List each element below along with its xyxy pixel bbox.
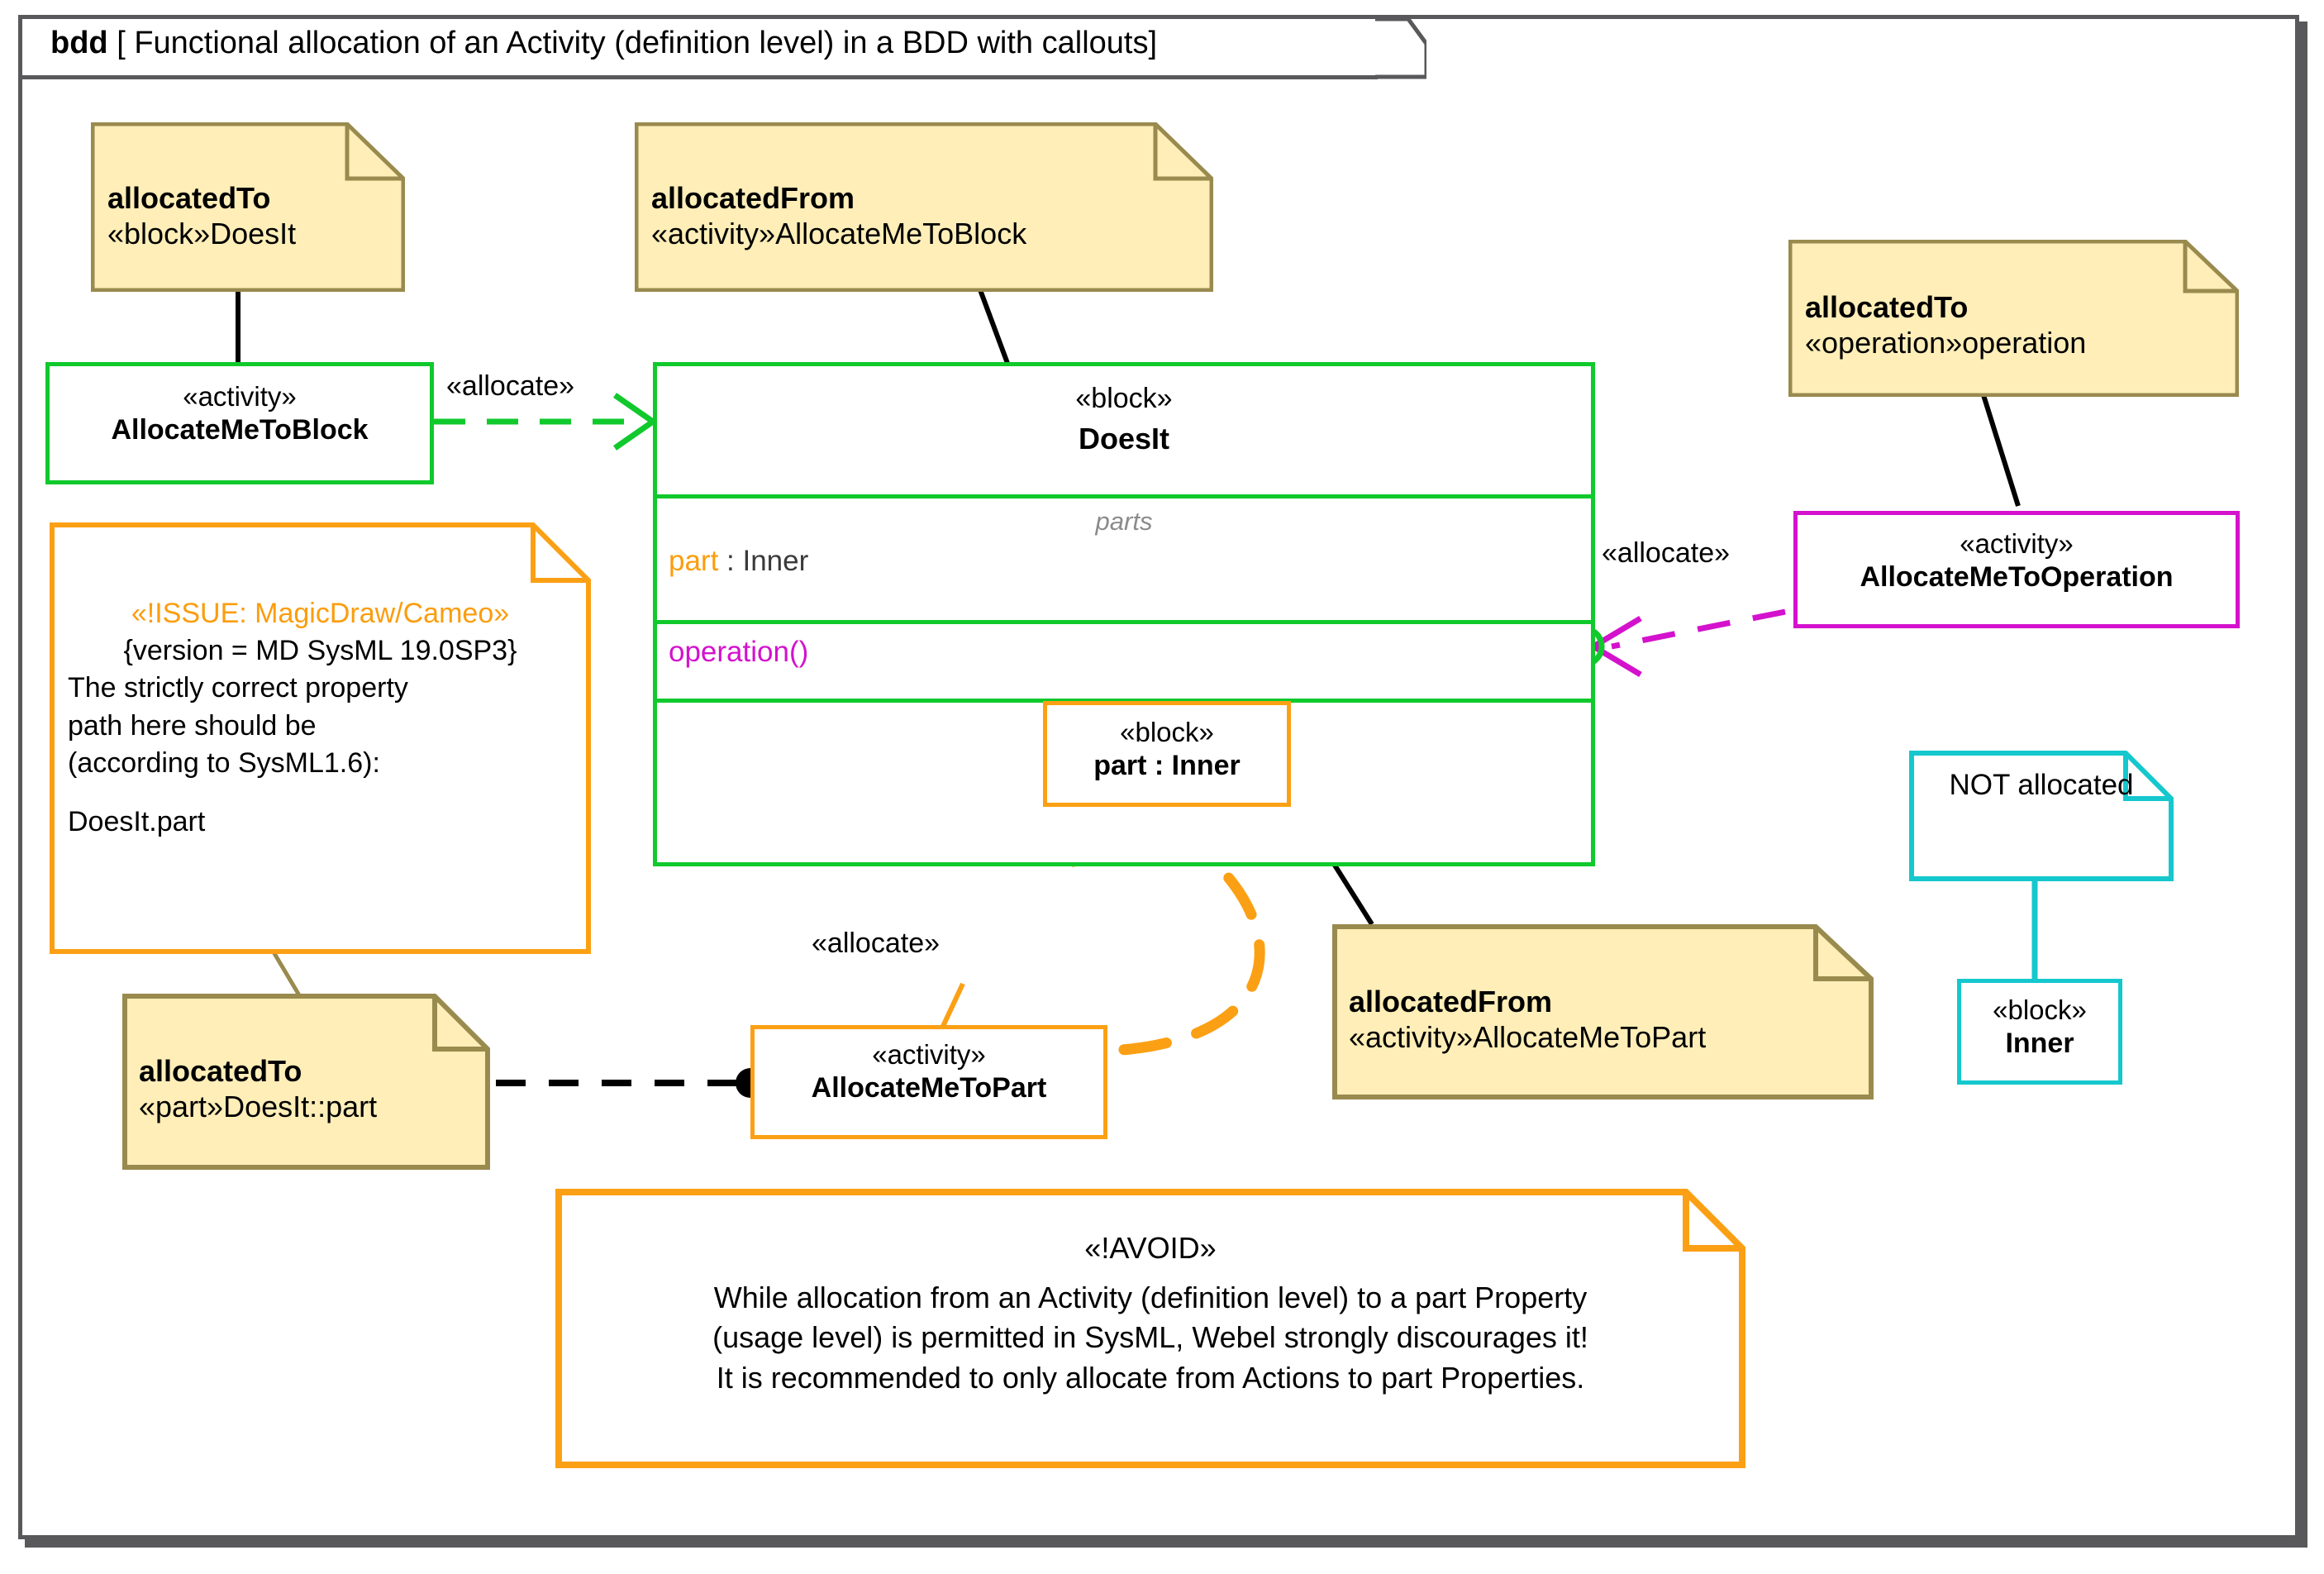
part-property-name: part [669,545,719,577]
note-content: «part»DoesIt::part [139,1090,378,1124]
note-content: NOT allocated [1949,769,2134,801]
title-tab-corner-icon [1375,19,1426,79]
issue-version: {version = MD SysML 19.0SP3} [123,635,517,667]
issue-line-4: DoesIt.part [68,806,206,838]
note-body: allocatedTo «block»DoesIt [91,122,405,260]
note-issue-magicdraw[interactable]: «!ISSUE: MagicDraw/Cameo» {version = MD … [50,522,591,954]
note-shape [1909,751,2174,881]
note-allocated-to-part[interactable]: allocatedTo «part»DoesIt::part [122,994,490,1170]
node-activity-allocate-me-to-part[interactable]: «activity» AllocateMeToPart [750,1025,1107,1139]
note-title: allocatedFrom [651,181,855,215]
edge-label-allocate-part: «allocate» [812,928,941,959]
note-shape [91,122,405,292]
note-title: allocatedTo [139,1054,302,1088]
part-property-row[interactable]: part : Inner [657,537,1591,578]
note-body: allocatedFrom «activity»AllocateMeToPart [1332,924,1874,1063]
note-allocated-from-activity[interactable]: allocatedFrom «activity»AllocateMeToBloc… [635,122,1213,292]
node-name: AllocateMeToBlock [111,413,369,446]
avoid-stereotype: «!AVOID» [1084,1231,1217,1265]
page-title: bdd [ Functional allocation of an Activi… [50,26,1157,61]
note-content: «operation»operation [1805,326,2087,360]
diagram-title-label: [ Functional allocation of an Activity (… [117,26,1158,60]
note-body: «!ISSUE: MagicDraw/Cameo» {version = MD … [50,522,591,841]
node-name: Inner [2005,1027,2074,1059]
note-body: allocatedTo «operation»operation [1788,240,2239,369]
block-parts-compartment: parts part : Inner [657,498,1591,624]
node-stereotype: «block» [1120,717,1214,747]
note-allocated-from-part-activity[interactable]: allocatedFrom «activity»AllocateMeToPart [1332,924,1874,1099]
diagram-kind-label: bdd [50,26,108,60]
node-stereotype: «block» [1993,994,2087,1025]
node-name: part : Inner [1093,749,1241,781]
note-shape [50,522,591,954]
node-name: AllocateMeToOperation [1860,560,2174,593]
node-part-inner-usage[interactable]: «block» part : Inner [1043,701,1291,807]
issue-line-1: The strictly correct property [68,672,408,704]
note-avoid[interactable]: «!AVOID» While allocation from an Activi… [555,1189,1745,1468]
allocate-edge-operation [1611,608,1786,650]
note-allocated-to-operation[interactable]: allocatedTo «operation»operation [1788,240,2239,397]
note-allocated-to-block[interactable]: allocatedTo «block»DoesIt [91,122,405,292]
note-shape [1788,240,2239,397]
note-body: allocatedFrom «activity»AllocateMeToBloc… [635,122,1213,260]
note-shape [555,1189,1745,1468]
node-stereotype: «activity» [183,381,297,412]
block-header-compartment: «block» DoesIt [657,366,1591,498]
node-stereotype: «activity» [872,1039,986,1070]
note-shape [635,122,1213,292]
edge-label-allocate-block: «allocate» [446,370,575,402]
diagram-title-tab: bdd [ Functional allocation of an Activi… [18,15,1426,79]
note-body: «!AVOID» While allocation from an Activi… [555,1189,1745,1398]
node-activity-allocate-me-to-operation[interactable]: «activity» AllocateMeToOperation [1793,511,2240,628]
node-name: DoesIt [1078,422,1170,456]
note-content: «activity»AllocateMeToBlock [651,217,1027,251]
note-not-allocated[interactable]: NOT allocated [1909,751,2174,881]
issue-spacer [68,782,573,804]
block-operations-compartment: operation() [657,624,1591,703]
avoid-line-3: It is recommended to only allocate from … [716,1360,1585,1395]
note-anchor-allocatedto-operation [1981,394,2021,507]
note-content: «block»DoesIt [107,217,297,251]
title-tab-body [22,19,1378,79]
issue-stereotype: «!ISSUE: MagicDraw/Cameo» [131,598,510,629]
part-property-type: : Inner [726,545,809,577]
issue-line-3: (according to SysML1.6): [68,746,380,779]
parts-compartment-label: parts [1095,507,1153,536]
note-shape [1332,924,1874,1099]
node-stereotype: «block» [1075,383,1173,414]
note-anchor-allocatedfrom-activity [977,286,1011,367]
note-shape [122,994,490,1170]
note-title: allocatedTo [1805,290,1969,324]
node-block-inner[interactable]: «block» Inner [1957,979,2122,1085]
avoid-line-1: While allocation from an Activity (defin… [713,1281,1588,1315]
note-title: allocatedTo [107,181,271,215]
avoid-line-2: (usage level) is permitted in SysML, Web… [712,1320,1588,1355]
node-name: AllocateMeToPart [811,1071,1047,1104]
node-activity-allocate-me-to-block[interactable]: «activity» AllocateMeToBlock [45,362,434,484]
issue-line-2: path here should be [68,709,317,742]
note-body: allocatedTo «part»DoesIt::part [122,994,490,1133]
edge-label-allocate-operation: «allocate» [1602,537,1731,569]
operation-row[interactable]: operation() [669,636,809,668]
note-title: allocatedFrom [1349,985,1553,1018]
note-content: «activity»AllocateMeToPart [1349,1020,1707,1055]
node-stereotype: «activity» [1960,528,2074,559]
